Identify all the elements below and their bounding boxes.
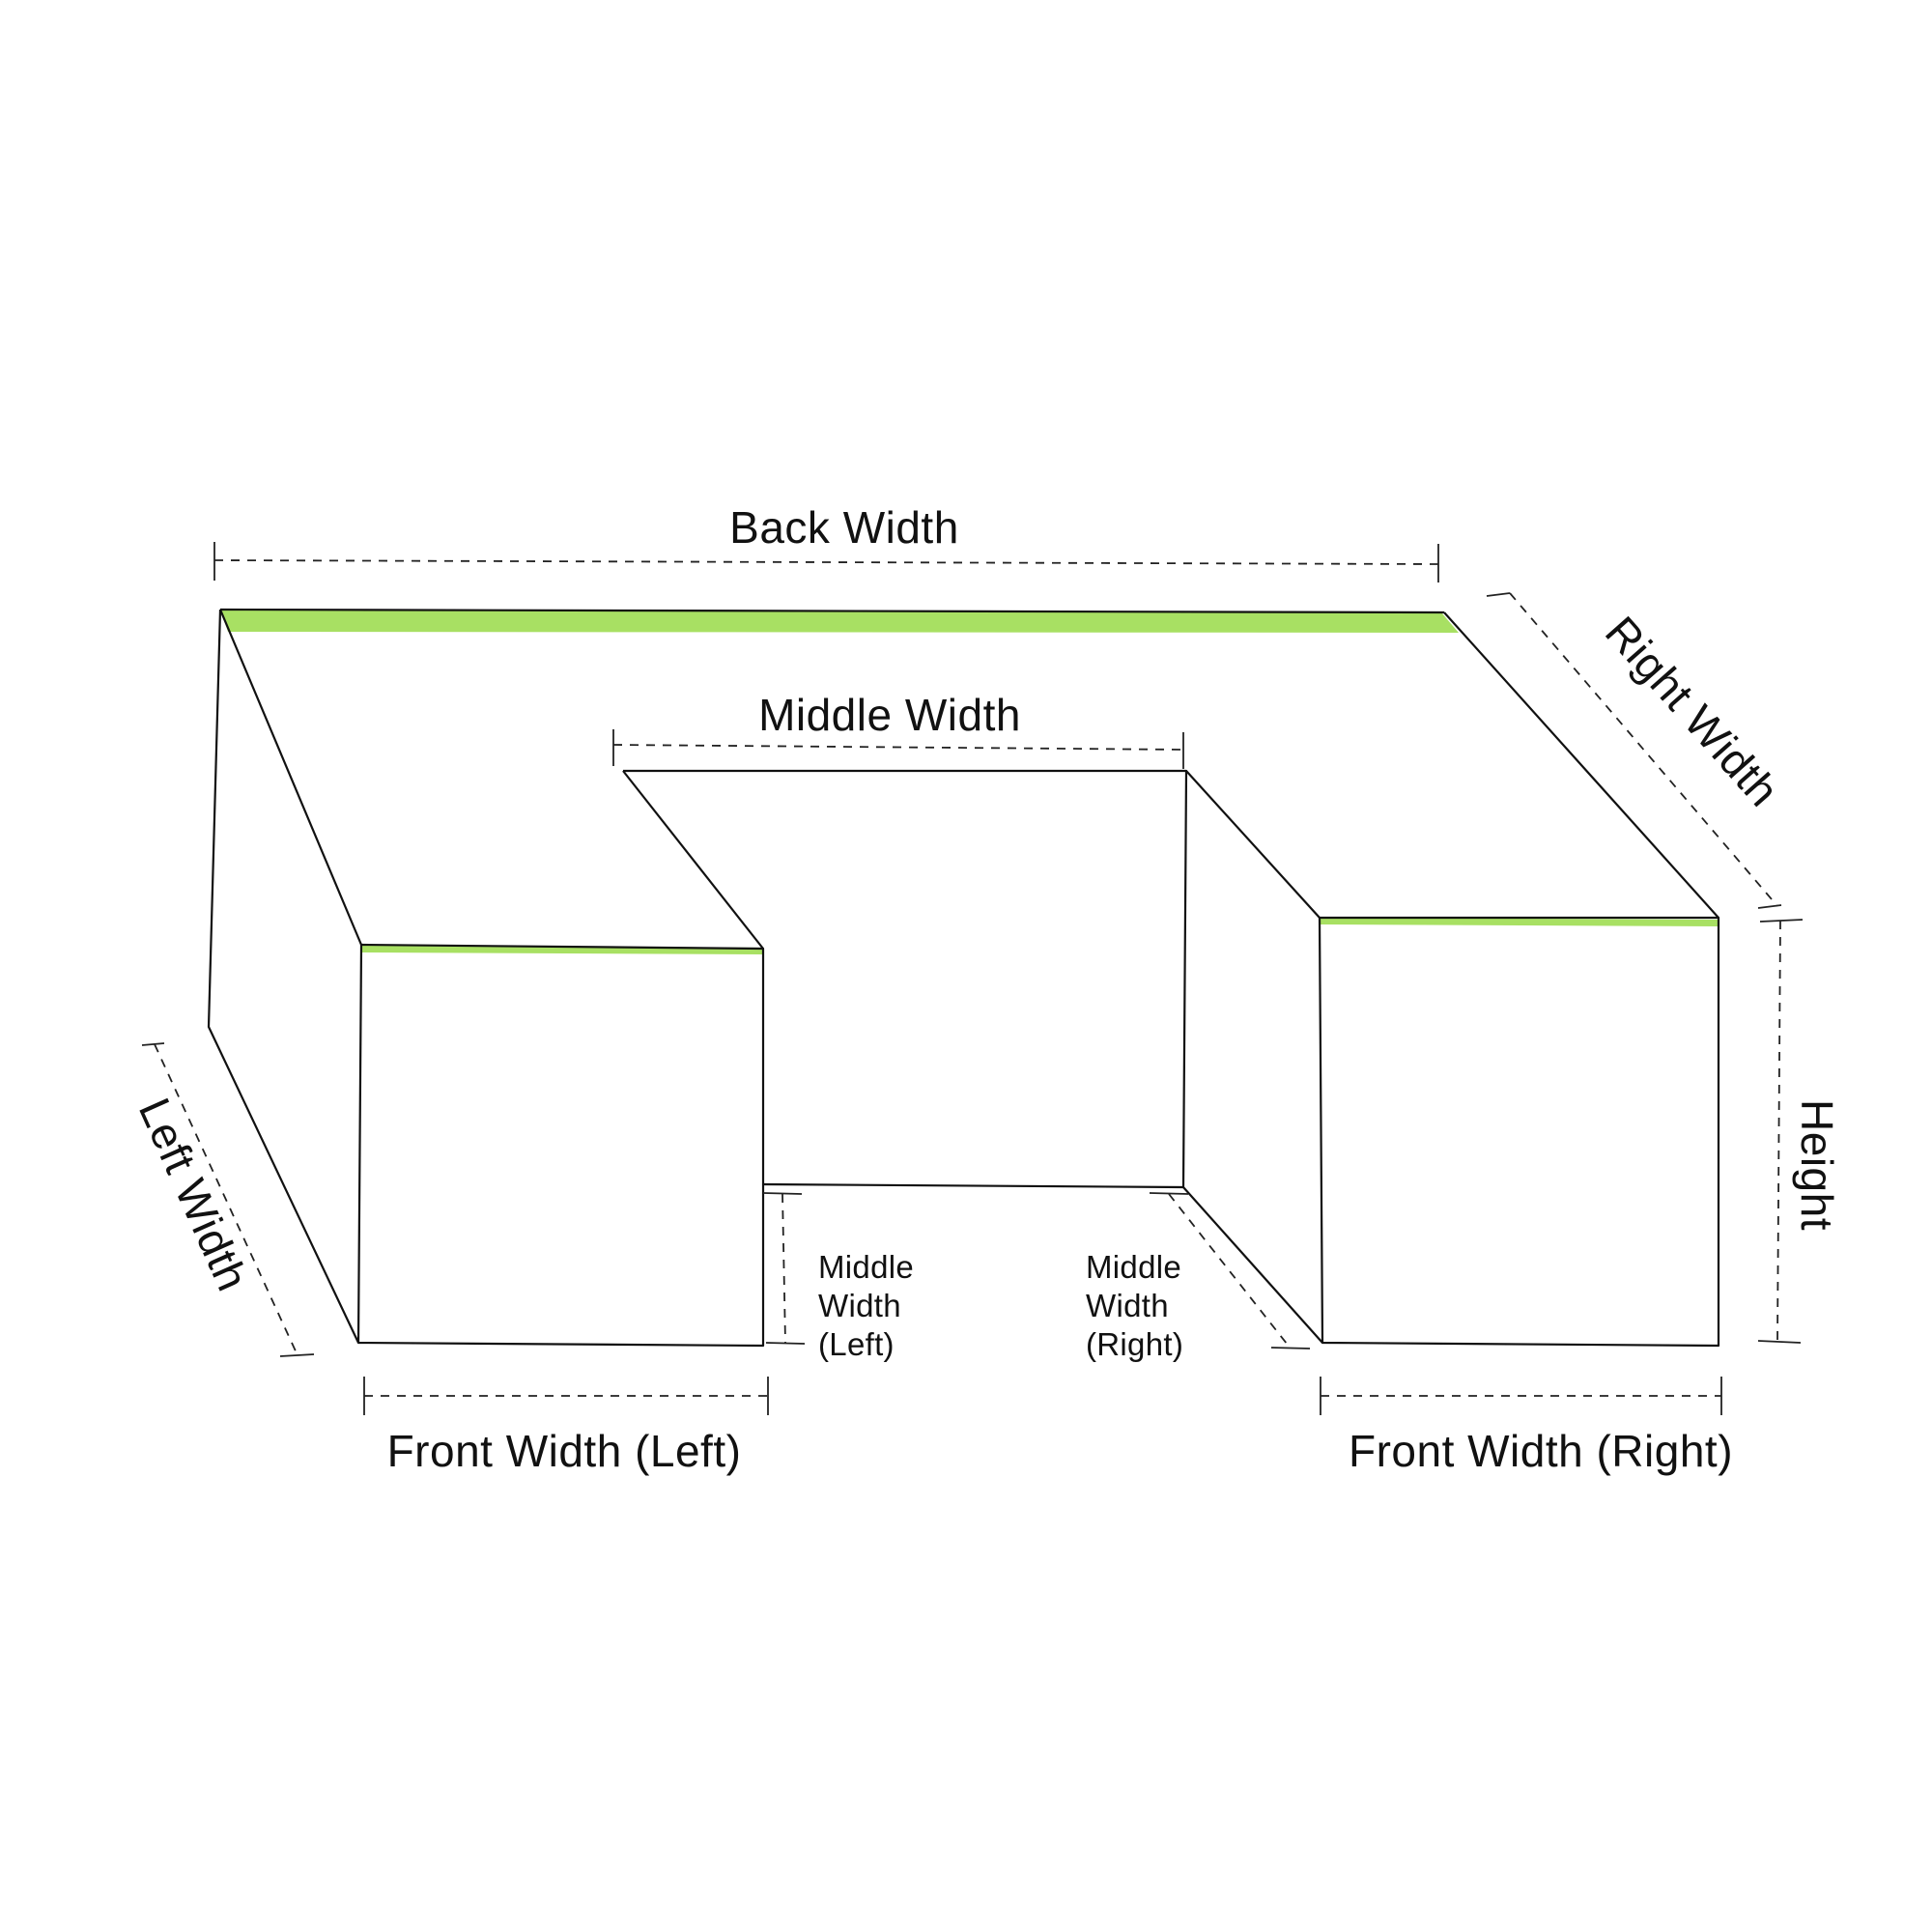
- dim-back-width: [213, 542, 1439, 582]
- left-front-block: [356, 943, 765, 1348]
- accent-strips: [220, 610, 1719, 954]
- dimension-lines: [141, 542, 1804, 1415]
- right-top-slant: [1443, 611, 1719, 919]
- label-middle-width-left: Middle Width (Left): [818, 1249, 923, 1362]
- accent-back-top: [220, 610, 1459, 633]
- left-top-slant: [218, 609, 363, 946]
- dim-middle-width-left: [762, 1192, 806, 1345]
- label-height: Height: [1792, 1099, 1842, 1231]
- label-left-width: Left Width: [129, 1091, 259, 1298]
- accent-right-block-top: [1320, 918, 1719, 926]
- middle-back-panel: [623, 769, 1188, 1189]
- dim-front-width-right: [1320, 1377, 1722, 1415]
- dim-height: [1757, 919, 1804, 1344]
- label-front-width-left: Front Width (Left): [387, 1426, 742, 1476]
- middle-right-slant: [1185, 770, 1321, 919]
- label-middle-width-right: Middle Width (Right): [1086, 1249, 1190, 1362]
- left-side-face: [207, 609, 359, 1344]
- dimension-labels: Back Width Middle Width Right Width Left…: [129, 502, 1842, 1476]
- left-inner-slant: [622, 770, 764, 950]
- label-back-width: Back Width: [729, 502, 959, 553]
- label-right-width: Right Width: [1596, 607, 1789, 816]
- dim-right-width: [1486, 592, 1782, 909]
- dim-middle-width-right: [1149, 1192, 1311, 1350]
- right-front-block: [1318, 916, 1720, 1348]
- shape-outline: [207, 608, 1720, 1348]
- dim-middle-width: [612, 729, 1184, 769]
- middle-right-bottom-slant: [1182, 1186, 1323, 1344]
- back-top-edge: [219, 608, 1445, 614]
- label-front-width-right: Front Width (Right): [1349, 1426, 1733, 1476]
- label-middle-width: Middle Width: [758, 690, 1021, 740]
- dim-left-width: [141, 1042, 315, 1357]
- dim-front-width-left: [363, 1377, 769, 1415]
